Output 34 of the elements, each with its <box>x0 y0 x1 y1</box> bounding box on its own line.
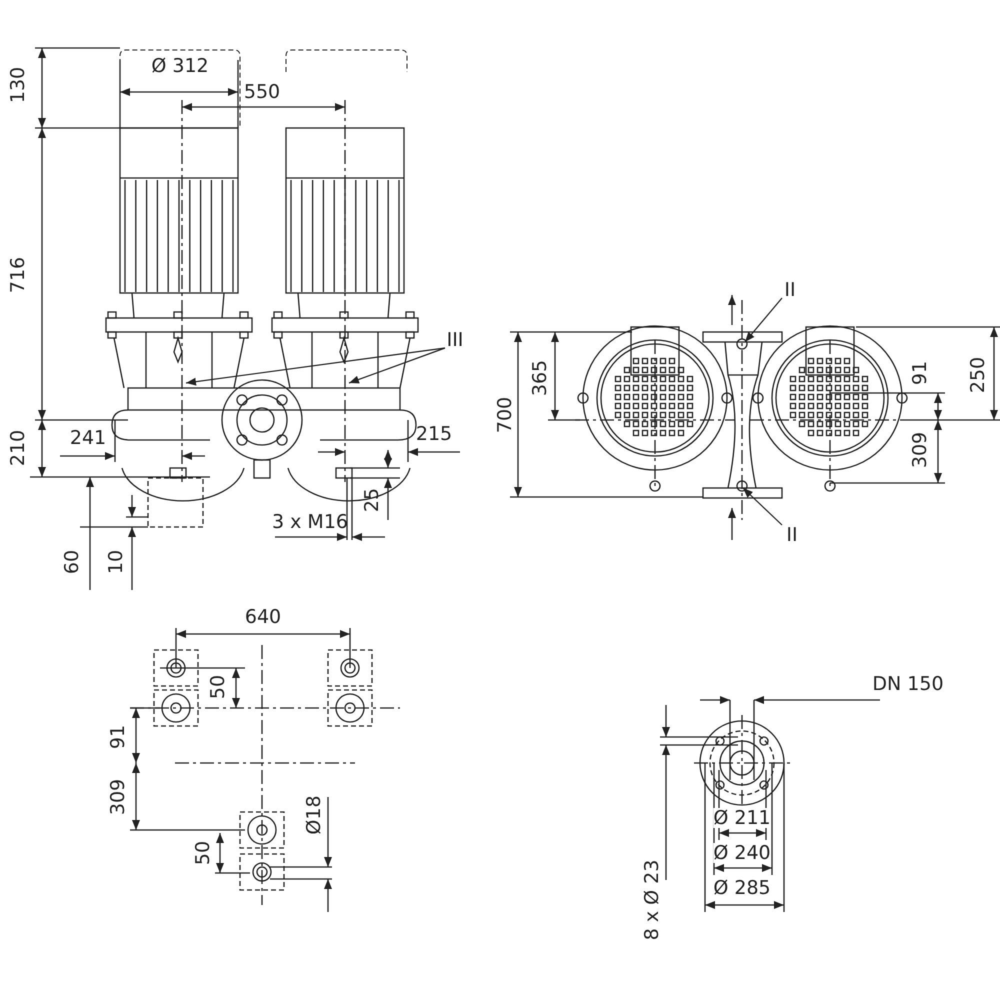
dimension-value: 50 <box>193 840 213 866</box>
dimension-value: Ø 285 <box>713 878 771 898</box>
dimension-value: 210 <box>8 430 28 466</box>
dimension-value: 60 <box>62 550 82 574</box>
dimension-value: 91 <box>910 360 930 386</box>
dimension-value: 3 x M16 <box>272 512 348 532</box>
dimension-value: DN 150 <box>872 674 944 694</box>
dimension-value: 250 <box>968 356 988 394</box>
dimension-value: Ø 240 <box>713 843 771 863</box>
dimension-value: 25 <box>362 488 382 512</box>
leader-line <box>186 347 446 386</box>
callout-label: II <box>786 525 798 545</box>
dimension-value: 10 <box>106 550 126 574</box>
dimension-value: 640 <box>244 607 282 627</box>
dimension-value: 716 <box>8 256 28 294</box>
dimension-value: 550 <box>244 82 280 102</box>
dimension-value: 700 <box>495 396 515 434</box>
dimension-value: Ø18 <box>304 795 324 835</box>
dimension-value: 241 <box>70 428 106 448</box>
dimension-value: 50 <box>208 674 228 700</box>
dimension-value: 91 <box>108 724 128 750</box>
dimension-value: 309 <box>108 778 128 816</box>
leader-line <box>744 298 782 342</box>
dimension-value: 130 <box>8 66 28 104</box>
dimension-value: 215 <box>416 424 452 444</box>
dimension-value: Ø 312 <box>151 56 209 76</box>
dimension-value: 309 <box>910 432 930 468</box>
callout-label: II <box>784 280 796 300</box>
dimension-value: 365 <box>530 360 550 396</box>
leader-line <box>742 488 782 526</box>
dimension-value: Ø 211 <box>713 808 771 828</box>
dimension-value: 8 x Ø 23 <box>642 860 662 940</box>
leader-line <box>348 347 446 384</box>
callout-label: III <box>446 330 464 350</box>
